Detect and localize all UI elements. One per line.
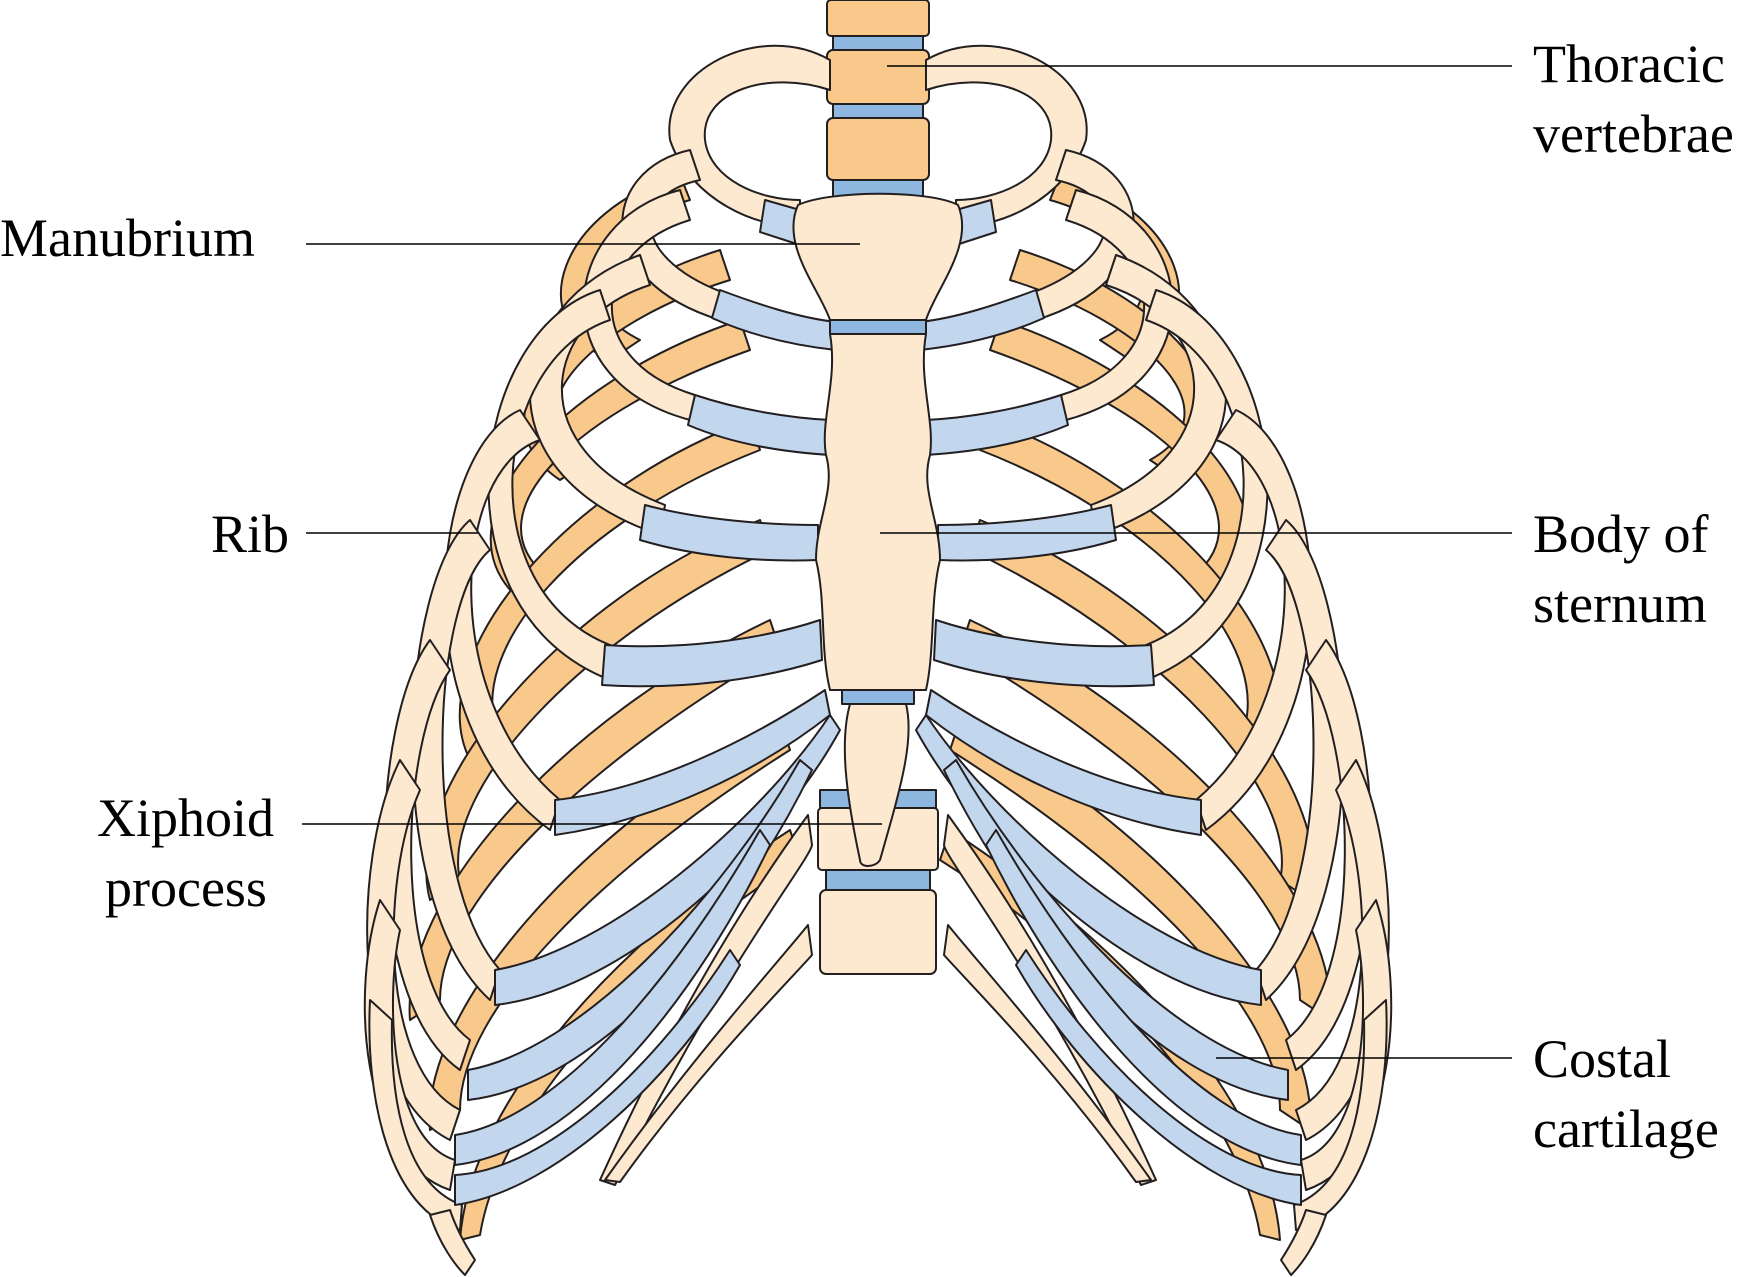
xiphoid-process-label-line2: process [105,858,267,918]
costal-cartilage-label-line1: Costal [1533,1029,1671,1089]
sternum [792,192,964,867]
manubrium-bone [792,192,964,321]
xiphisternal-joint [841,689,915,705]
manubriosternal-joint [829,319,927,335]
labels: Thoracic vertebrae Manubrium Rib Body of… [0,34,1734,1159]
xiphoid-bone [843,703,910,867]
rib-label: Rib [211,504,289,564]
sternum-body [815,333,941,691]
body-of-sternum-label-line1: Body of [1533,504,1709,564]
leader-lines [302,65,1512,1059]
anterior-ribs [363,149,1393,1276]
manubrium-label: Manubrium [0,208,255,268]
thoracic-vertebrae-label-line2: vertebrae [1533,104,1734,164]
costal-cartilage-label-line2: cartilage [1533,1099,1719,1159]
thoracic-vertebrae-label-line1: Thoracic [1533,34,1725,94]
xiphoid-process-label-line1: Xiphoid [97,788,274,848]
body-of-sternum-label-line2: sternum [1533,574,1707,634]
